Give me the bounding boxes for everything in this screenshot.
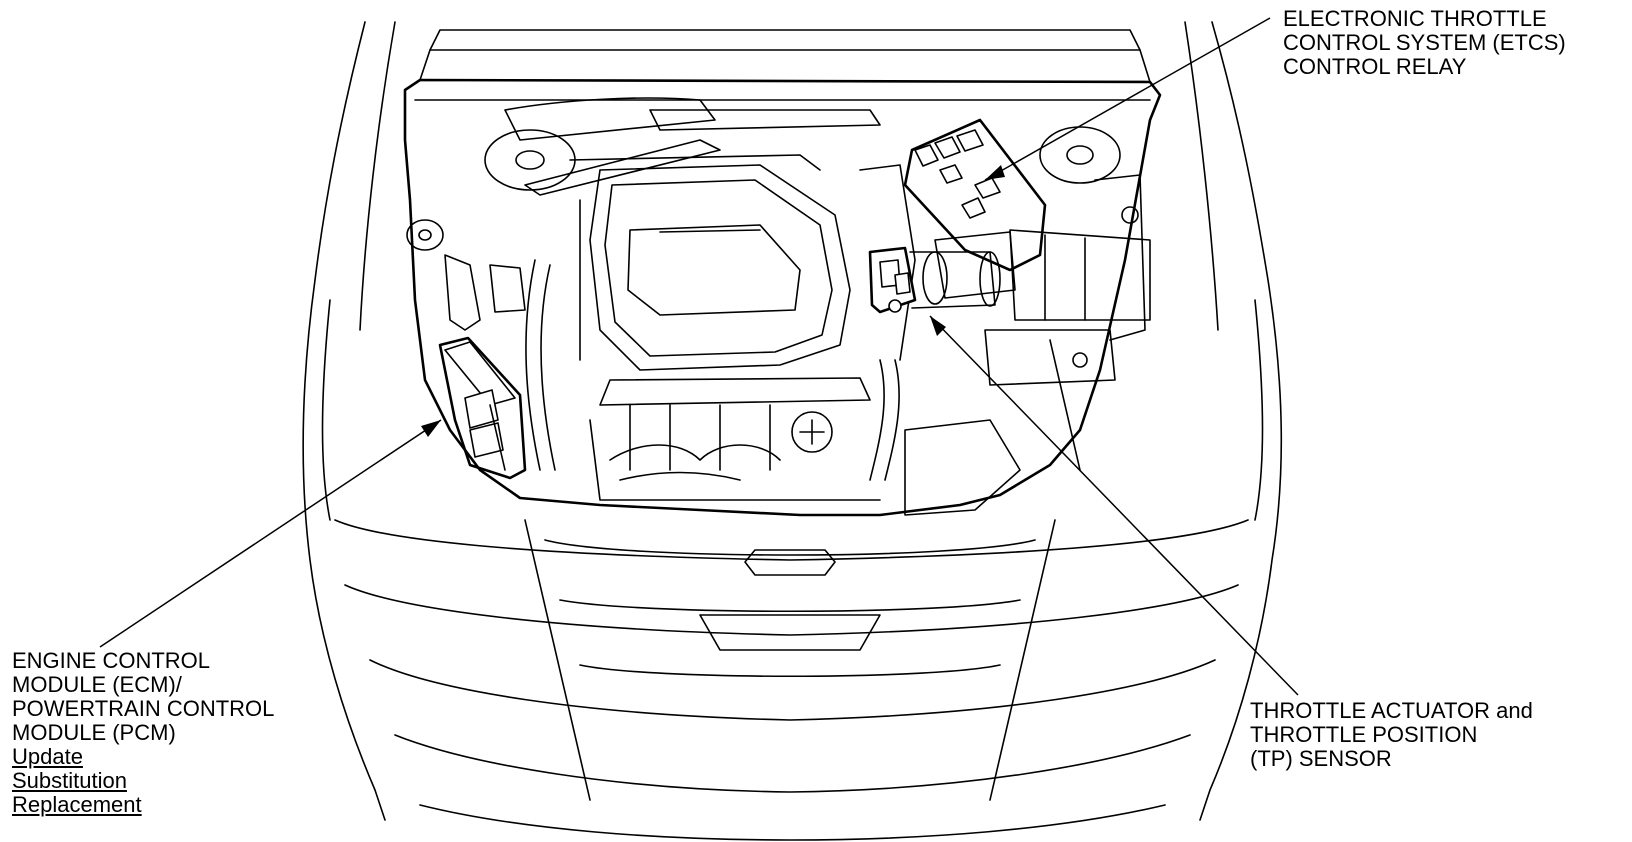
ecm-pcm-label: ENGINE CONTROL MODULE (ECM)/ POWERTRAIN … [12, 649, 274, 817]
engine-bay-outline [403, 29, 1162, 517]
tp-arrowhead [930, 316, 946, 336]
tp-label-line-1: THROTTLE ACTUATOR and [1250, 698, 1533, 723]
tp-label-line-2: THROTTLE POSITION [1250, 722, 1478, 747]
etcs-label-line-3: CONTROL RELAY [1283, 54, 1467, 79]
update-link[interactable]: Update [12, 744, 83, 769]
tp-label-line-3: (TP) SENSOR [1250, 746, 1392, 771]
ecm-label-line-1: ENGINE CONTROL [12, 648, 211, 673]
throttle-body [868, 246, 1001, 314]
ecm-label-line-2: MODULE (ECM)/ [12, 672, 182, 697]
ecm-pointer-line [99, 419, 442, 648]
throttle-actuator-label: THROTTLE ACTUATOR and THROTTLE POSITION … [1250, 699, 1533, 771]
ecm-pcm-module [438, 336, 527, 480]
etcs-pointer-line [984, 17, 1271, 181]
etcs-relay-label: ELECTRONIC THROTTLE CONTROL SYSTEM (ETCS… [1283, 7, 1566, 79]
right-strut-tower [1039, 126, 1146, 341]
callout-lines [99, 17, 1299, 696]
intake-manifold [589, 377, 881, 501]
etcs-label-line-1: ELECTRONIC THROTTLE [1283, 6, 1547, 31]
replacement-link[interactable]: Replacement [12, 792, 142, 817]
car-body-outline [302, 21, 1283, 841]
etcs-relay-box [903, 118, 1047, 272]
ecm-label-line-4: MODULE (PCM) [12, 720, 176, 745]
ecm-label-line-3: POWERTRAIN CONTROL [12, 696, 275, 721]
etcs-arrowhead [985, 165, 1005, 180]
ecm-arrowhead [421, 420, 441, 437]
tp-pointer-line [929, 315, 1299, 696]
air-intake-duct [904, 229, 1151, 516]
etcs-label-line-2: CONTROL SYSTEM (ETCS) [1283, 30, 1566, 55]
substitution-link[interactable]: Substitution [12, 768, 127, 793]
callout-arrowheads [421, 165, 1005, 437]
engine-cover [569, 154, 916, 371]
hoses [525, 259, 900, 481]
left-strut-tower [406, 129, 576, 331]
